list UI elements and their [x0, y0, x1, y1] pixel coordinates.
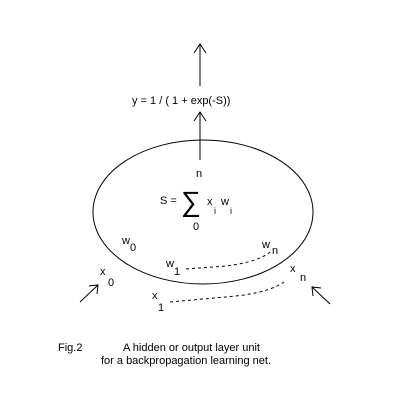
sum-term-x-sub: i — [214, 206, 216, 216]
sum-term-x: x — [207, 196, 213, 208]
caption-line-2: for a backpropagation learning net. — [101, 355, 272, 367]
input-x0-sub: 0 — [108, 277, 114, 289]
weight-w1-sub: 1 — [174, 266, 180, 278]
weight-ellipsis-connector — [185, 251, 271, 270]
weight-wn-sub: n — [272, 245, 278, 257]
activation-arrow-head — [193, 111, 207, 122]
sum-upper-limit: n — [196, 168, 202, 180]
sum-lhs: S = — [160, 195, 177, 207]
input-xn-base: x — [290, 263, 296, 275]
input-arrow-right-line — [311, 286, 331, 305]
sum-term-w-sub: i — [230, 206, 232, 216]
sum-lower-limit: 0 — [193, 221, 199, 233]
input-arrow-right-head — [311, 286, 322, 297]
figure-label: Fig.2 — [58, 342, 83, 354]
weight-w1-base: w — [165, 258, 174, 270]
input-arrow-left-head — [88, 284, 99, 295]
output-formula: y = 1 / ( 1 + exp(-S)) — [132, 95, 230, 107]
output-arrow-head — [193, 43, 207, 54]
input-x0-base: x — [100, 266, 106, 278]
caption-line-1: A hidden or output layer unit — [123, 342, 260, 354]
input-x1-base: x — [152, 290, 158, 302]
sum-term-w: w — [220, 196, 229, 208]
input-arrow-left-line — [79, 284, 99, 303]
weight-w0-sub: 0 — [130, 242, 136, 254]
input-xn-sub: n — [300, 272, 306, 284]
weight-wn-base: w — [261, 239, 270, 251]
input-ellipsis-connector — [169, 281, 285, 303]
input-x1-sub: 1 — [158, 302, 164, 314]
unit-ellipse — [92, 139, 314, 285]
weight-w0-base: w — [121, 235, 130, 247]
summation-icon: ∑ — [181, 186, 201, 217]
